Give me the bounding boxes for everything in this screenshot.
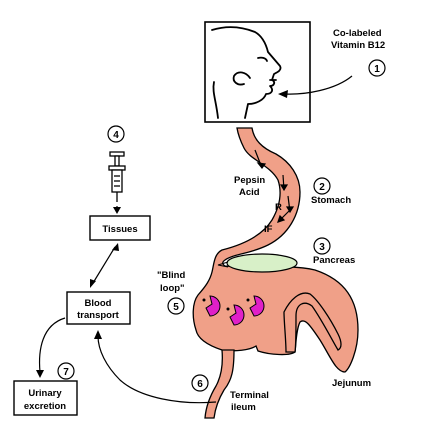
step-markers [57, 59, 386, 392]
step-4-circle [107, 125, 125, 143]
stomach-arrows [254, 149, 295, 223]
tissues-box [89, 215, 151, 241]
step-3: 3 [319, 242, 325, 253]
acid-label: Acid [239, 187, 260, 198]
if-label: IF [264, 224, 273, 235]
urinary-excretion-box [13, 380, 78, 416]
jejunum-shape [283, 292, 342, 353]
step-6-circle [191, 374, 209, 392]
step-7-circle [57, 362, 75, 380]
step-1-circle [368, 59, 386, 77]
pancreas-shape [226, 253, 298, 273]
terminal-ileum-label-line1: Terminal [230, 390, 269, 401]
blood-transport-label-line2: transport [77, 310, 120, 321]
jejunum-label: Jejunum [332, 378, 371, 389]
step-2: 2 [319, 182, 325, 193]
syringe-icon [108, 151, 126, 202]
bacteria-icon [202, 295, 265, 326]
blind-loop-label-line2: loop" [160, 283, 185, 294]
tissues-label: Tissues [102, 224, 137, 235]
step-5: 5 [173, 302, 179, 313]
urinary-excretion-label-line1: Urinary [28, 388, 62, 399]
step-7: 7 [63, 367, 69, 378]
terminal-ileum-label-line2: ileum [231, 402, 256, 413]
blood-transport-label-line1: Blood [85, 298, 112, 309]
ingestion-arrow [283, 75, 353, 95]
r-label: R [275, 202, 282, 213]
head-icon [211, 26, 282, 119]
stomach-label: Stomach [311, 195, 351, 206]
terminal-ileum-shape [204, 349, 235, 419]
gi-tract [192, 127, 359, 419]
blood-transport-box [66, 291, 131, 325]
step-2-circle [313, 177, 331, 195]
pathway-arrows [38, 206, 217, 404]
step-5-circle [167, 297, 185, 315]
vitamin-b12-label: Vitamin B12 [331, 40, 385, 51]
pepsin-label: Pepsin [234, 175, 265, 186]
co-labeled-label: Co-labeled [333, 28, 382, 39]
step-6: 6 [197, 379, 203, 390]
step-1: 1 [374, 64, 380, 75]
urinary-excretion-label-line2: excretion [24, 401, 66, 412]
arrow-heads [36, 207, 121, 378]
step-4: 4 [113, 130, 119, 141]
head-frame [204, 21, 311, 123]
blind-loop-label-line1: "Blind [157, 270, 185, 281]
step-3-circle [313, 237, 331, 255]
pancreas-label: Pancreas [313, 255, 355, 266]
